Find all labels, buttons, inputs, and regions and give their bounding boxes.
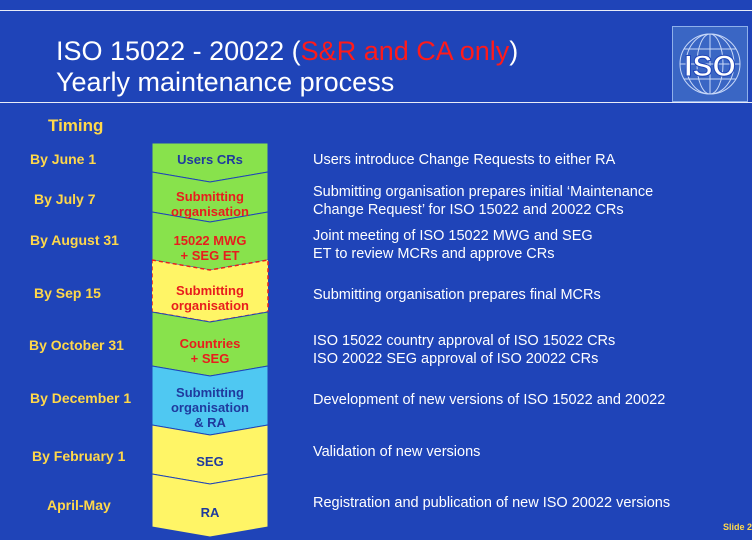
chevron-label-7: SEG [196,454,224,469]
step-description-1: Users introduce Change Requests to eithe… [313,152,616,168]
step-date-6: By December 1 [30,390,132,406]
slide-title-line-2: Yearly maintenance process [56,67,395,97]
svg-text:ISO: ISO [684,50,736,83]
step-date-3: By August 31 [30,232,119,248]
step-date-8: April-May [47,497,111,513]
step-date-4: By Sep 15 [34,285,101,301]
slide-number: Slide 2 [722,522,752,532]
chevron-label-8: RA [200,505,220,520]
step-description-7: Validation of new versions [313,444,481,460]
process-chevron-stack [152,143,269,538]
step-date-7: By February 1 [32,448,126,464]
timing-heading: Timing [48,116,104,135]
chevron-label-3: 15022 MWG+ SEG ET [173,233,247,263]
step-date-2: By July 7 [34,191,96,207]
title-highlight: S&R and CA only [300,36,510,66]
step-description-8: Registration and publication of new ISO … [313,495,671,511]
step-description-6: Development of new versions of ISO 15022… [313,392,666,408]
chevron-step-8 [152,473,269,538]
step-description-5: ISO 15022 country approval of ISO 15022 … [313,333,616,367]
title-top-rule [0,10,752,11]
step-description-2: Submitting organisation prepares initial… [313,184,654,218]
title-bottom-rule [0,102,752,103]
slide-title: ISO 15022 - 20022 (S&R and CA only) Year… [56,36,518,98]
chevron-label-1: Users CRs [177,152,243,167]
step-date-1: By June 1 [30,151,97,167]
chevron-label-5: Countries+ SEG [179,336,241,366]
step-date-5: By October 31 [29,337,124,353]
slide-title-line-1: ISO 15022 - 20022 (S&R and CA only) [56,36,519,66]
step-description-4: Submitting organisation prepares final M… [313,287,601,303]
iso-logo: ISO [672,26,748,102]
